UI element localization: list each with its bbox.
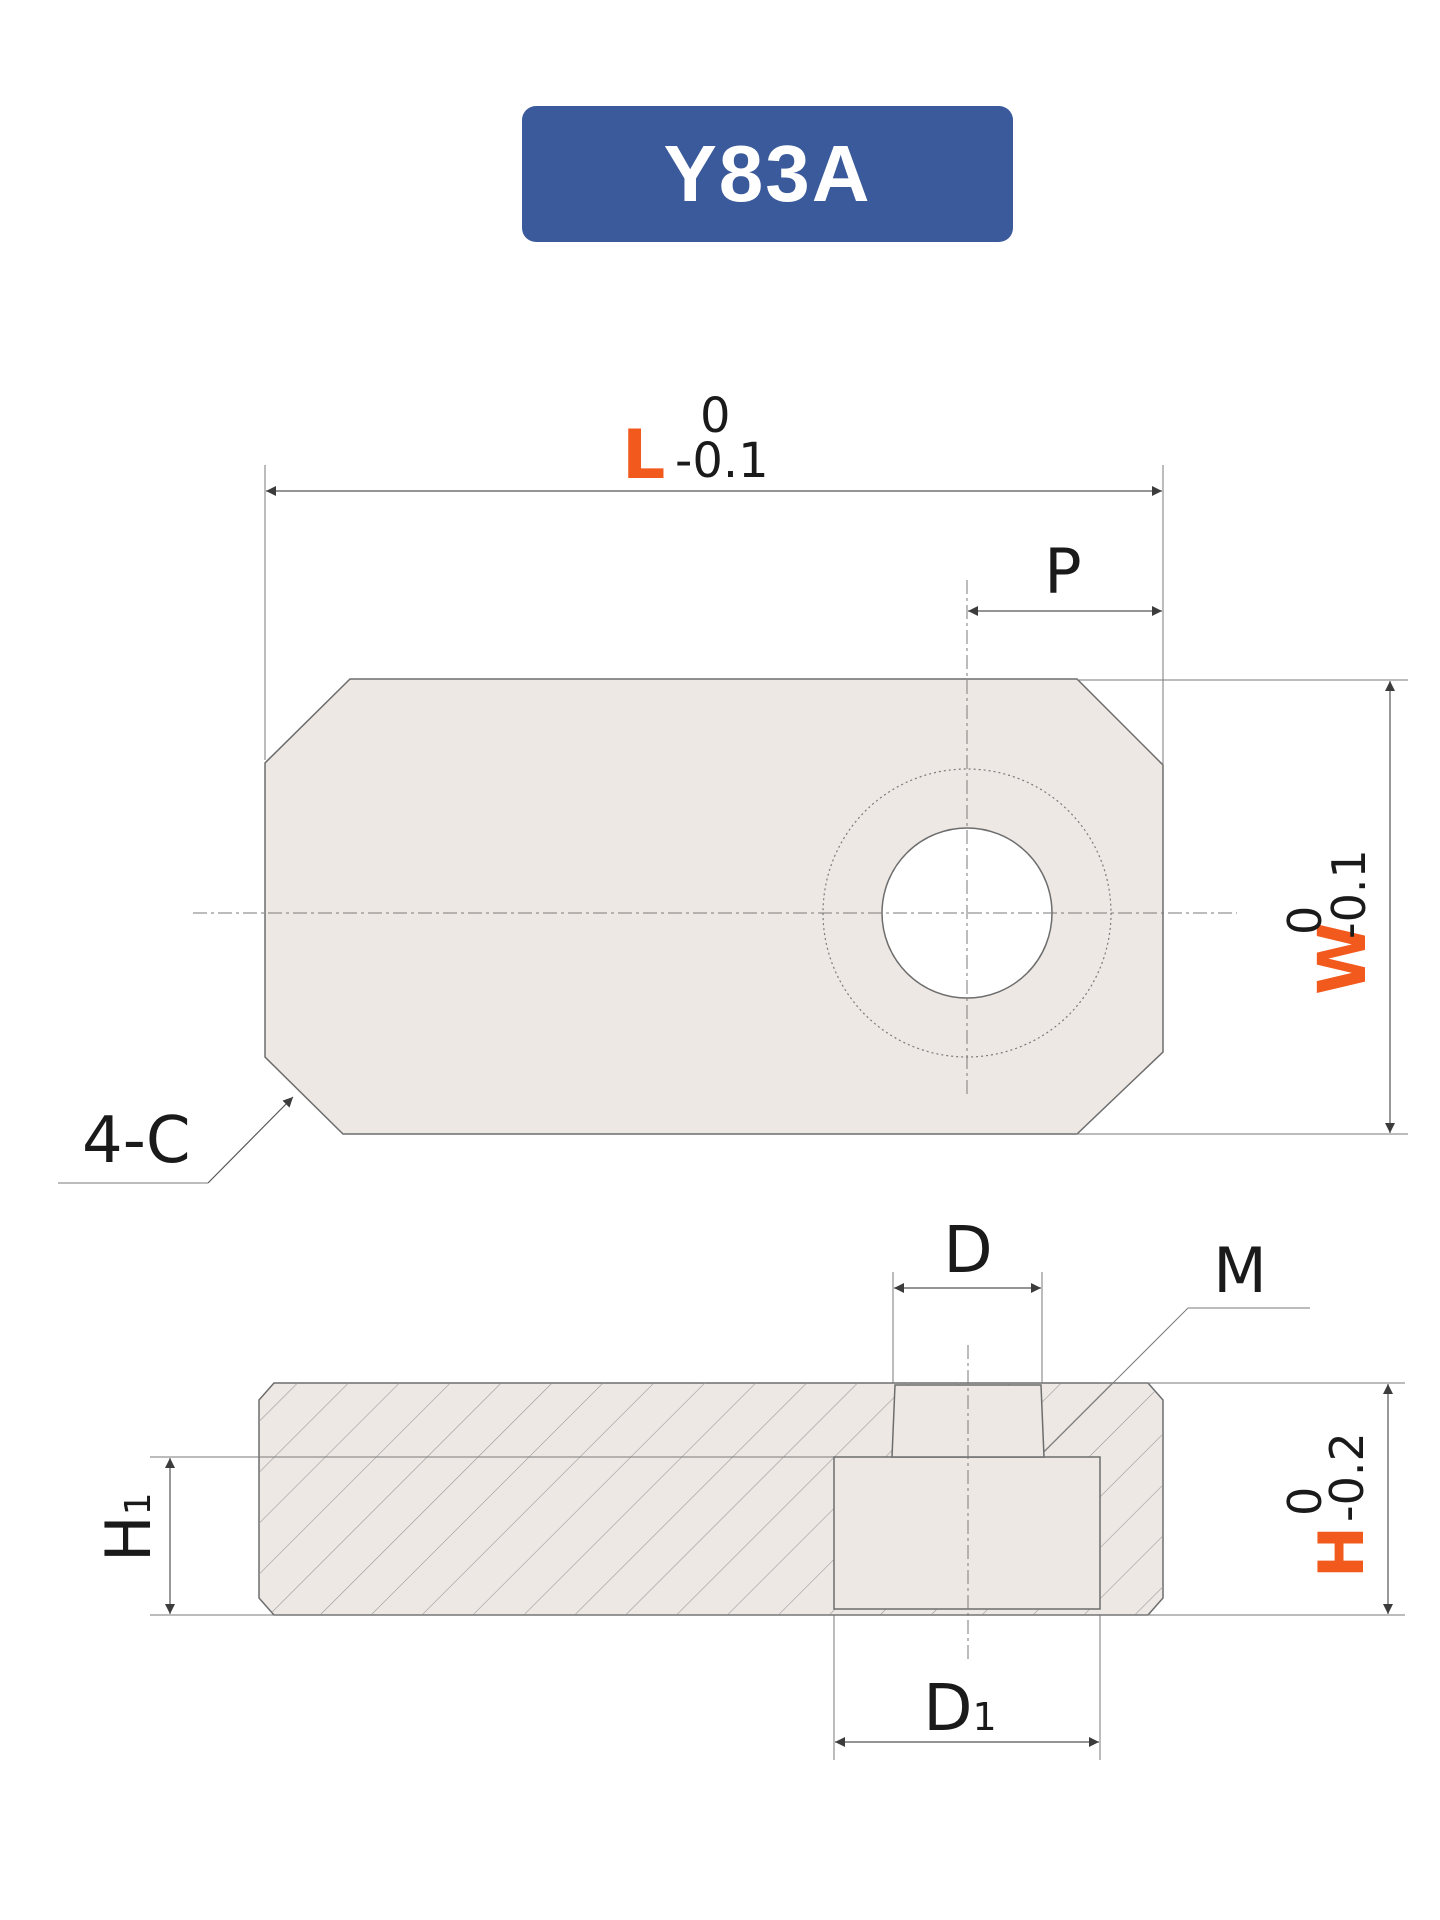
d1-label-sub: 1 bbox=[973, 1695, 997, 1739]
h-label: H bbox=[1305, 1526, 1378, 1578]
m-label: M bbox=[1213, 1234, 1267, 1307]
counterbore-cavity bbox=[833, 1456, 1101, 1610]
p-label: P bbox=[1044, 535, 1081, 608]
h-tol-upper: 0 bbox=[1278, 1487, 1332, 1516]
h1-label-group: H1 bbox=[92, 1492, 165, 1562]
chamfer-leader-diagonal bbox=[207, 1096, 294, 1184]
h1-label: H1 bbox=[92, 1492, 165, 1562]
title-badge: Y83A bbox=[522, 106, 1013, 242]
d1-label: D1 bbox=[923, 1672, 996, 1746]
l-tol-lower: -0.1 bbox=[675, 433, 769, 489]
w-label: W bbox=[1304, 922, 1381, 995]
l-label: L bbox=[622, 416, 665, 495]
h1-label-main: H bbox=[92, 1515, 165, 1562]
w-label-group: W 0 -0.1 bbox=[1278, 849, 1381, 995]
h-tol-lower: -0.2 bbox=[1320, 1432, 1374, 1522]
w-tol-upper: 0 bbox=[1278, 906, 1332, 935]
m-leader-diagonal bbox=[1043, 1307, 1189, 1453]
h-label-group: H 0 -0.2 bbox=[1278, 1432, 1378, 1578]
title-text: Y83A bbox=[663, 129, 872, 218]
w-tol-lower: -0.1 bbox=[1322, 849, 1376, 939]
h1-label-sub: 1 bbox=[118, 1492, 159, 1515]
l-tol-upper: 0 bbox=[700, 388, 731, 444]
d-label: D bbox=[943, 1214, 992, 1288]
side-view: D M D1 H1 H 0 -0.2 bbox=[92, 1214, 1405, 1760]
d1-label-main: D bbox=[923, 1672, 972, 1746]
chamfer-label: 4-C bbox=[82, 1104, 191, 1178]
top-view: L 0 -0.1 P W 0 -0.1 4-C bbox=[58, 388, 1408, 1184]
